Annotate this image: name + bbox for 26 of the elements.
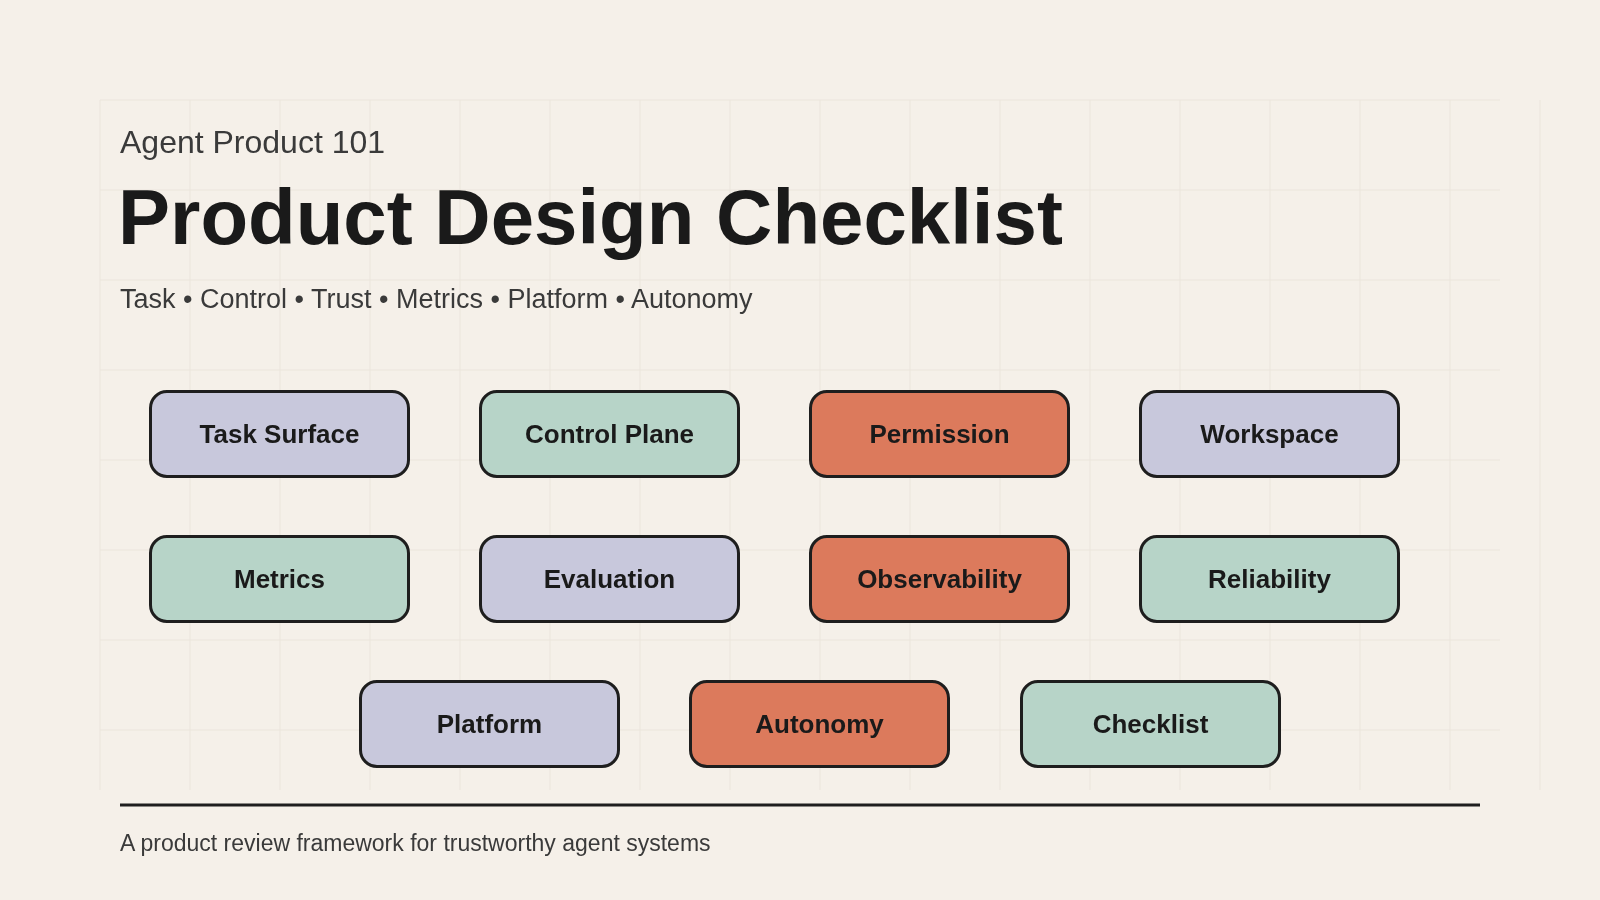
topic-box — [479, 535, 740, 623]
box-label: Autonomy — [755, 708, 884, 740]
box-label: Metrics — [233, 563, 325, 595]
box-label: Checklist — [1092, 708, 1209, 740]
topic-box — [1139, 535, 1400, 623]
topic-box — [479, 390, 740, 478]
topic-box — [689, 680, 950, 768]
box-label: Task Surface — [199, 418, 360, 450]
title-heading: Product Design Checklist — [118, 172, 1063, 263]
box-label: Platform — [436, 708, 543, 740]
caption-text: A product review framework for trustworthy agent systems — [120, 830, 711, 857]
topic-box — [1020, 680, 1281, 768]
topic-box — [359, 680, 620, 768]
box-label: Control Plane — [525, 418, 694, 450]
box-label: Workspace — [1200, 418, 1339, 450]
topic-box — [809, 535, 1070, 623]
subtitle-text: Task • Control • Trust • Metrics • Platform • Autonomy — [120, 284, 753, 315]
box-label: Observability — [857, 563, 1022, 595]
kicker-text: Agent Product 101 — [120, 124, 386, 161]
topic-box — [149, 390, 410, 478]
box-label: Evaluation — [543, 563, 676, 595]
box-label: Reliability — [1208, 563, 1331, 595]
topic-box — [809, 390, 1070, 478]
topic-box — [1139, 390, 1400, 478]
box-label: Permission — [869, 418, 1010, 450]
topic-box — [149, 535, 410, 623]
